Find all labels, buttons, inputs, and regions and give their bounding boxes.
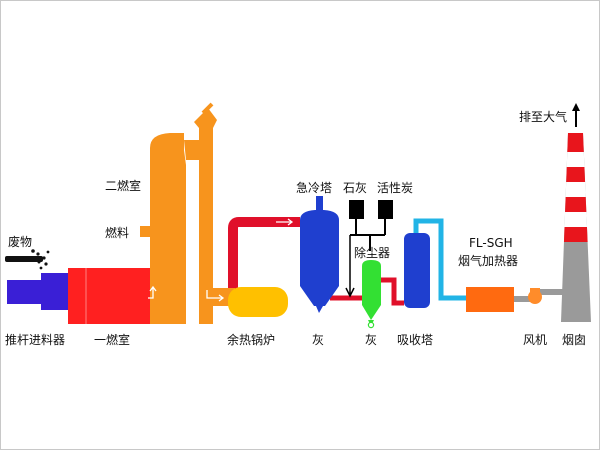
pusher-feeder [7, 273, 70, 310]
label-dust-collector: 除尘器 [354, 245, 390, 260]
duct-to-absorption-tower [381, 277, 404, 306]
quench-tower [300, 196, 339, 313]
absorption-tower [404, 233, 430, 308]
label-quench-tower: 急冷塔 [296, 180, 332, 195]
label-fan: 风机 [523, 333, 547, 347]
chimney [561, 133, 591, 322]
dust-collector-outlet-valve [367, 321, 375, 329]
quench-inlet-arrow [345, 235, 355, 298]
waste-particles-icon [31, 249, 50, 270]
label-ash-quench: 灰 [312, 333, 324, 347]
label-lime: 石灰 [343, 181, 367, 195]
reagent-feed-lines [350, 218, 386, 251]
label-ash-dust: 灰 [365, 333, 377, 347]
duct-flow-arrow [276, 218, 294, 226]
waste-heat-boiler [228, 287, 288, 317]
label-fuel: 燃料 [105, 225, 129, 240]
stack-cap-icon [201, 102, 214, 115]
label-waste-heat-boiler: 余热锅炉 [227, 332, 275, 347]
label-feeder: 推杆进料器 [5, 333, 65, 347]
induced-draft-fan [528, 288, 542, 304]
waste-hopper-icon [5, 256, 43, 262]
label-primary-chamber: 一燃室 [94, 332, 130, 347]
duct-to-quench-tower [228, 217, 300, 290]
label-heater-model: FL-SGH [469, 236, 513, 250]
boiler-inlet-arrow [206, 290, 225, 302]
label-exhaust: 排至大气 [519, 109, 567, 124]
dust-collector [362, 260, 381, 326]
primary-combustion-chamber [68, 268, 162, 324]
label-secondary-chamber: 二燃室 [105, 178, 141, 193]
label-chimney: 烟囱 [562, 333, 586, 347]
flue-gas-heater [466, 287, 514, 312]
lime-bin [349, 200, 364, 219]
duct-to-heater [413, 218, 466, 301]
label-heater: 烟气加热器 [458, 253, 518, 268]
label-activated-carbon: 活性炭 [377, 181, 413, 195]
exhaust-arrow-head [572, 103, 580, 111]
activated-carbon-bin [378, 200, 393, 219]
chamber-flow-arrow [148, 285, 157, 299]
label-waste: 废物 [8, 234, 32, 249]
secondary-combustion-chamber [140, 108, 235, 324]
label-absorption-tower: 吸收塔 [397, 333, 433, 347]
